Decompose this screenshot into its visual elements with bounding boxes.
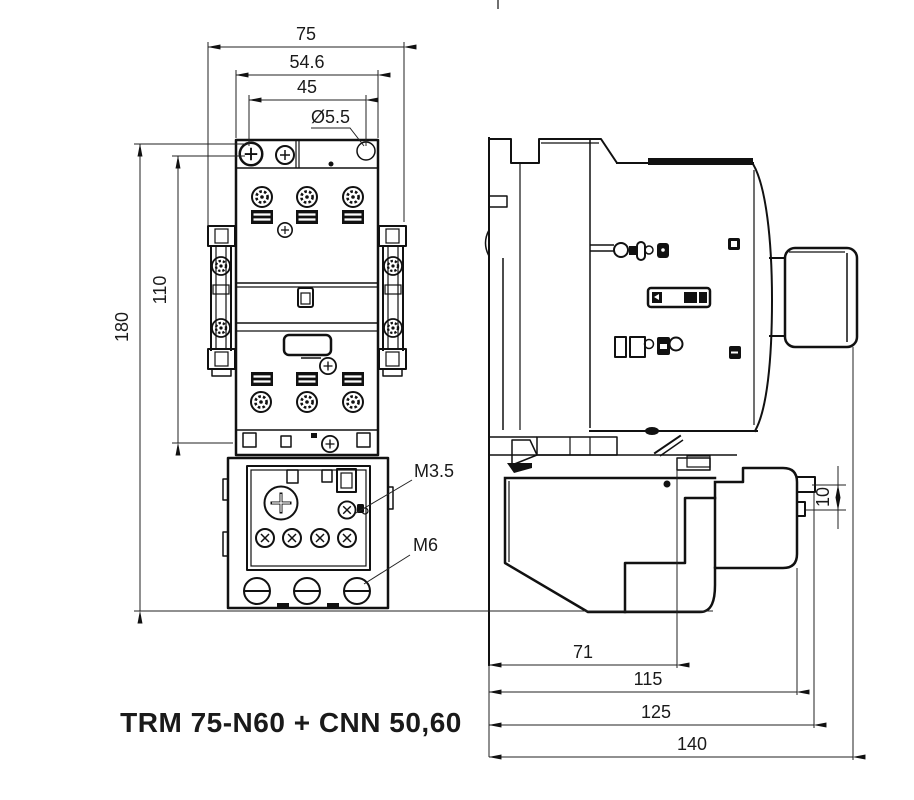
dim-hole-spacing: 45 <box>297 77 317 97</box>
dim-mounting-height: 110 <box>150 276 170 305</box>
front-view-contactor <box>234 138 380 457</box>
test-button-window <box>336 468 357 493</box>
reset-slider <box>646 286 712 309</box>
front-view-mounting-bracket-left <box>207 225 236 377</box>
side-view-coil-knob <box>769 246 859 349</box>
dim-body-width: 54.6 <box>289 52 324 72</box>
front-view-mounting-bracket-right <box>378 225 407 377</box>
current-adjust-dial <box>263 485 299 521</box>
dim-depth-relay-front: 115 <box>634 669 663 689</box>
dim-tab-offset: 10 <box>813 487 833 507</box>
dim-depth-base: 71 <box>573 642 593 662</box>
side-view-face-details <box>590 238 741 359</box>
label-main-screw: M6 <box>413 535 438 555</box>
dimension-lines: 75 54.6 45 Ø5.5 180 110 M3.5 M6 10 <box>112 24 866 760</box>
front-view-thermal-relay <box>222 456 394 610</box>
side-view-thermal-relay <box>503 466 816 614</box>
dim-depth-terminal-tab: 125 <box>641 702 671 722</box>
dim-overall-height: 180 <box>112 312 132 342</box>
label-aux-screw: M3.5 <box>414 461 454 481</box>
side-view-assembly <box>484 0 859 757</box>
dim-hole-diameter: Ø5.5 <box>311 107 350 127</box>
dim-overall-width: 75 <box>296 24 316 44</box>
dim-depth-overall: 140 <box>677 734 707 754</box>
drawing-title: TRM 75-N60 + CNN 50,60 <box>120 707 462 738</box>
